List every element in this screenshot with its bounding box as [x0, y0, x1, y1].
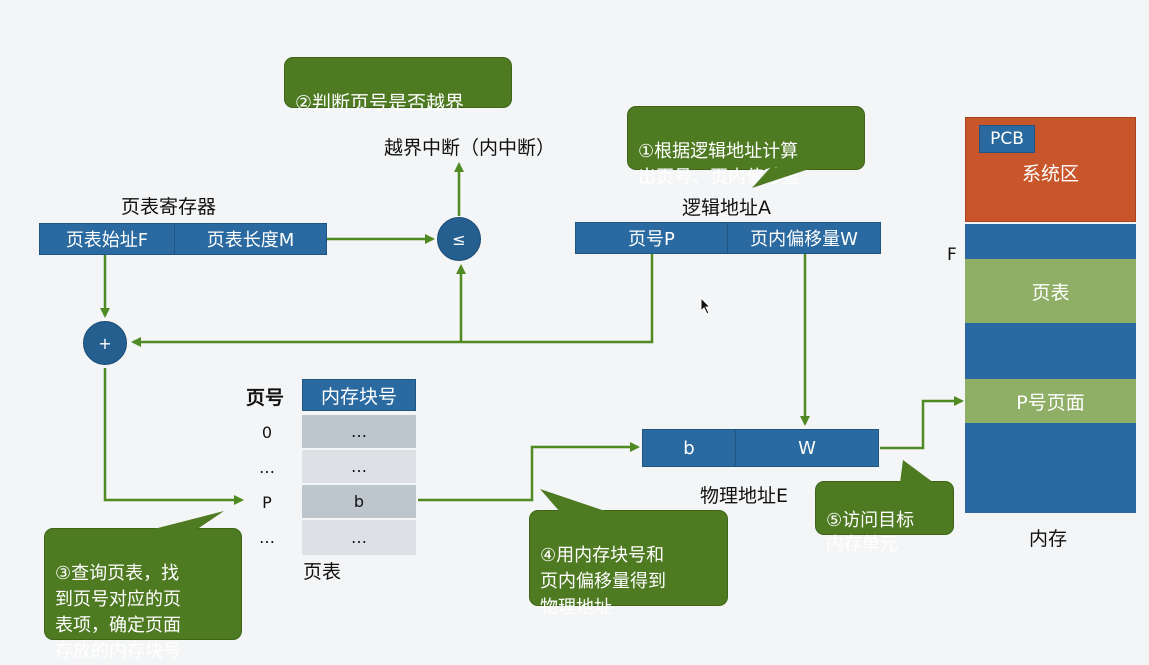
memory-p-page-text: P号页面 [1016, 392, 1085, 414]
arrow-physical-to-memory [880, 396, 964, 450]
compare-symbol: ≤ [452, 229, 466, 249]
callout-step1: ①根据逻辑地址计算 出页号、页内偏移量 [627, 106, 865, 188]
logical-page-text: 页号P [628, 229, 675, 250]
logical-address-label: 逻辑地址A [682, 197, 771, 219]
physical-block-text: b [683, 437, 695, 459]
arrow-block-to-physical [418, 442, 640, 502]
table-row-page: … [259, 457, 275, 477]
physical-offset-field: W [735, 429, 879, 467]
register-start-text: 页表始址F [65, 230, 149, 251]
register-length-text: 页表长度M [206, 230, 295, 251]
f-marker: F [947, 245, 957, 265]
table-header-block: 内存块号 [302, 379, 416, 411]
memory-pcb: PCB [979, 125, 1035, 153]
callout-step4: ④用内存块号和 页内偏移量得到 物理地址 [529, 510, 728, 618]
memory-label: 内存 [1029, 528, 1068, 550]
page-table-label: 页表 [303, 561, 342, 583]
memory-page-table-text: 页表 [1031, 282, 1070, 304]
adder-operator: + [83, 321, 127, 365]
system-area-text: 系统区 [1021, 163, 1079, 185]
logical-page-field: 页号P [575, 222, 728, 254]
table-row-page: … [259, 527, 275, 547]
pointer-step4 [540, 489, 608, 512]
callout-step5: ⑤访问目标 内存单元 [815, 481, 954, 555]
callout-step5-text: ⑤访问目标 内存单元 [826, 510, 915, 555]
table-header-block-text: 内存块号 [320, 385, 397, 408]
arrow-adder-to-row [103, 368, 244, 505]
mouse-cursor-icon [700, 297, 712, 315]
memory-block-blue [965, 323, 1136, 380]
physical-block-field: b [642, 429, 736, 467]
logical-offset-text: 页内偏移量W [750, 229, 858, 250]
table-row-block: b [302, 485, 416, 519]
register-start-field: 页表始址F [39, 223, 175, 255]
pcb-text: PCB [990, 129, 1024, 149]
arrow-page-to-adder [131, 254, 654, 347]
compare-operator: ≤ [437, 217, 481, 261]
callout-step3: ③查询页表，找 到页号对应的页 表项，确定页面 存放的内存块号 [44, 528, 242, 662]
physical-offset-text: W [798, 437, 816, 459]
interrupt-label: 越界中断（内中断） [384, 137, 556, 159]
table-row-block: … [302, 520, 416, 555]
logical-offset-field: 页内偏移量W [727, 222, 881, 254]
register-length-field: 页表长度M [174, 223, 327, 255]
table-row-page: P [262, 492, 272, 512]
callout-step2: ②判断页号是否越界 [284, 57, 512, 114]
table-header-page: 页号 [246, 387, 285, 409]
physical-address-label: 物理地址E [700, 485, 789, 507]
memory-p-page: P号页面 [965, 379, 1136, 424]
pointer-step1 [752, 168, 812, 188]
memory-block-blue [965, 224, 1136, 260]
table-row-block: … [302, 450, 416, 484]
pointer-step5 [900, 460, 934, 483]
pointer-step3 [150, 511, 224, 530]
memory-page-table: 页表 [965, 259, 1136, 324]
page-table-register-label: 页表寄存器 [121, 196, 217, 218]
callout-step4-text: ④用内存块号和 页内偏移量得到 物理地址 [540, 545, 666, 618]
memory-system-area: 系统区 [965, 117, 1136, 222]
table-row-page: 0 [261, 422, 273, 442]
memory-block-blue [965, 423, 1136, 513]
adder-symbol: + [98, 333, 112, 353]
table-row-block: … [302, 415, 416, 449]
callout-step2-text: ②判断页号是否越界 [295, 92, 465, 114]
